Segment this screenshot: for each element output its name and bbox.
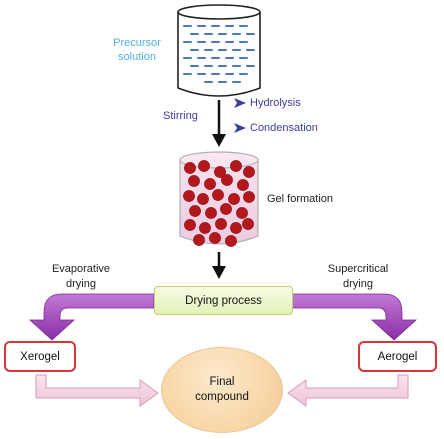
xerogel-label: Xerogel [20, 350, 60, 363]
arrow-aerogel-to-final [287, 374, 409, 407]
gel-particle [237, 179, 249, 191]
gel-particle [230, 222, 242, 234]
gel-particle [209, 232, 221, 244]
aerogel-label: Aerogel [377, 350, 418, 363]
gel-particle [184, 219, 196, 231]
precursor-label-line1: Precursor [113, 37, 161, 49]
gel-particle [236, 207, 248, 219]
gel-particle [184, 162, 196, 174]
xerogel-box: Xerogel [4, 341, 76, 372]
gel-particle [215, 218, 227, 230]
gel-particle [183, 190, 195, 202]
final-line1: Final [209, 376, 235, 388]
evaporative-drying-label: Evaporative drying [36, 262, 126, 292]
gel-particles [183, 160, 255, 247]
precursor-label: Precursor solution [104, 36, 170, 64]
supercritical-line2: drying [343, 278, 373, 290]
evaporative-line1: Evaporative [51, 263, 111, 275]
final-line2: compound [195, 391, 249, 403]
gel-particle [193, 234, 205, 246]
gel-particle [214, 166, 226, 178]
gel-formation-label: Gel formation [267, 193, 334, 205]
gel-particle [188, 175, 200, 187]
gel-particle [205, 207, 217, 219]
supercritical-line1: Supercritical [327, 263, 389, 275]
gel-particle [204, 178, 216, 190]
drying-process-box: Drying process [154, 286, 293, 315]
gel-particle [220, 203, 232, 215]
gel-particle [197, 193, 209, 205]
gel-particle [221, 174, 233, 186]
gel-particle [228, 193, 240, 205]
arrow-gel-to-drying [212, 252, 226, 279]
gel-particle [243, 191, 255, 203]
gel-container [179, 151, 259, 247]
gel-particle [243, 166, 255, 178]
arrow-evaporative [28, 293, 155, 341]
precursor-beaker [177, 4, 261, 97]
aerogel-box: Aerogel [358, 341, 437, 372]
gel-particle [198, 160, 210, 172]
stirring-label: Stirring [163, 110, 198, 122]
gel-particle [199, 222, 211, 234]
hydrolysis-label: Hydrolysis [250, 97, 301, 109]
gel-particle [225, 235, 237, 247]
final-compound-circle: Final compound [161, 347, 283, 433]
gel-particle [242, 218, 254, 230]
gel-particle [230, 160, 242, 172]
arrow-xerogel-to-final [35, 374, 159, 407]
supercritical-drying-label: Supercritical drying [310, 262, 406, 292]
drying-process-label: Drying process [185, 294, 262, 307]
solution-dashes [183, 25, 255, 83]
precursor-label-line2: solution [118, 51, 156, 63]
arrow-stirring [212, 100, 226, 147]
chevron-icon-hydrolysis [234, 98, 246, 108]
chevron-icon-condensation [234, 123, 246, 133]
arrow-supercritical [291, 293, 418, 341]
evaporative-line2: drying [66, 278, 96, 290]
gel-particle [212, 189, 224, 201]
gel-particle [189, 205, 201, 217]
condensation-label: Condensation [250, 122, 318, 134]
